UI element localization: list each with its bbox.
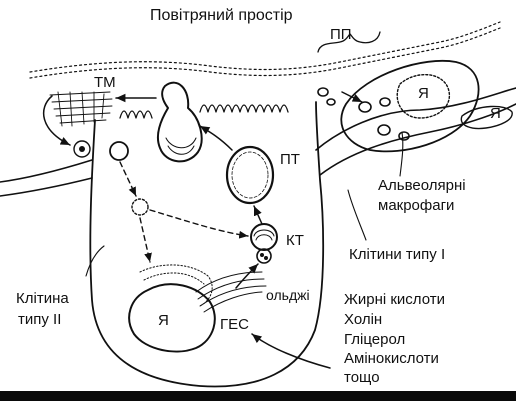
label-air-space: Повітряний простір xyxy=(150,7,293,24)
microvilli xyxy=(119,104,289,119)
label-nucleus-main: Я xyxy=(158,312,169,329)
label-precursor-fatty-acids: Жирні кислоти xyxy=(344,291,445,308)
label-precursor-choline: Холін xyxy=(344,311,383,328)
surfactant-fragment xyxy=(317,87,329,97)
label-nucleus-macrophage: Я xyxy=(418,85,429,102)
label-pp: ПП xyxy=(330,26,352,43)
alveolar-macrophage xyxy=(340,60,480,153)
type2-cell-membrane xyxy=(89,101,325,388)
label-golgi: ольджі xyxy=(266,287,310,303)
label-precursor-glycerol: Гліцерол xyxy=(344,331,406,348)
multivesicular-body-kt xyxy=(250,223,278,264)
recycling-pathway xyxy=(119,161,249,263)
rough-er xyxy=(139,264,213,307)
type1-nucleus xyxy=(460,105,513,130)
label-type2-cell-line2: типу II xyxy=(18,311,62,328)
label-kt: КТ xyxy=(286,232,304,249)
label-precursor-amino-acids: Амінокислоти xyxy=(344,350,439,367)
label-pt: ПТ xyxy=(280,151,300,168)
tubular-myelin xyxy=(49,91,113,127)
label-type2-cell-line1: Клітина xyxy=(16,290,69,307)
pathway-arrows xyxy=(43,91,404,369)
type1-cell xyxy=(315,87,516,176)
type1-cell-left xyxy=(0,159,93,197)
endocytic-vesicle xyxy=(109,141,129,161)
label-ges: ГЕС xyxy=(220,316,249,333)
surfactant-film xyxy=(29,21,501,79)
endocytic-vesicle xyxy=(131,198,149,216)
label-precursor-etc: тощо xyxy=(344,369,380,386)
lamellar-body-pt xyxy=(225,145,275,205)
pp-brace xyxy=(317,31,381,53)
free-particle xyxy=(73,140,91,158)
nucleus-type2 xyxy=(128,283,216,353)
golgi-apparatus xyxy=(195,271,267,313)
free-particle xyxy=(79,146,85,152)
surfactant-fragment xyxy=(326,98,336,106)
bottom-border xyxy=(0,391,516,401)
label-nucleus-type1: Я xyxy=(490,105,501,122)
secreting-lamellar-body xyxy=(156,81,203,163)
label-tm: ТМ xyxy=(94,74,116,91)
label-alveolar-macrophages-line1: Альвеолярні xyxy=(378,177,466,194)
label-type1-cells: Клітини типу I xyxy=(349,246,446,263)
label-alveolar-macrophages-line2: макрофаги xyxy=(378,197,455,214)
